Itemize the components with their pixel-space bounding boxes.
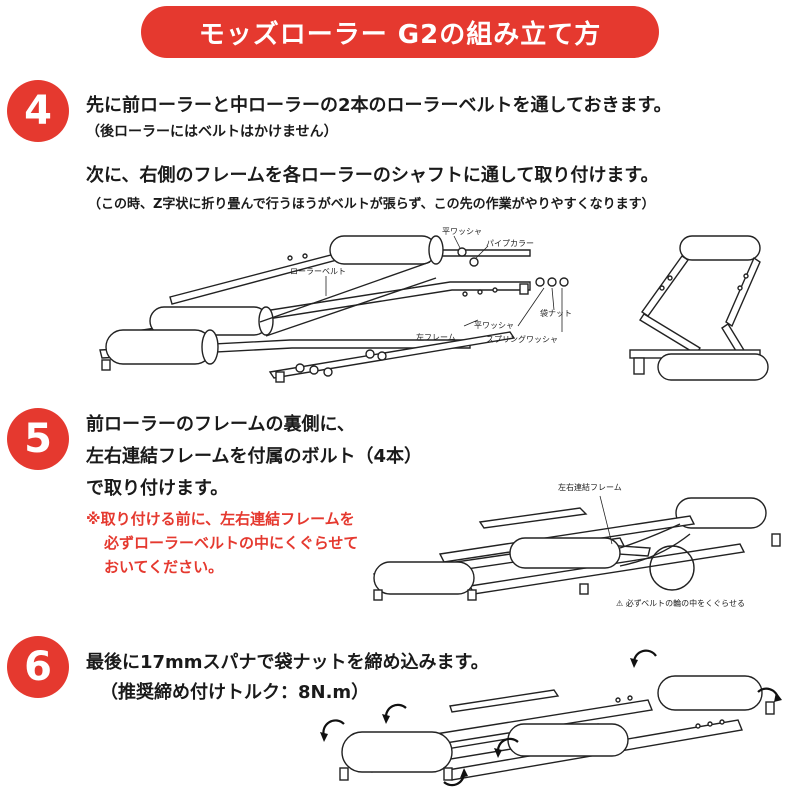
step-5-line-1: 前ローラーのフレームの裏側に、 <box>86 414 355 435</box>
label-caution: ⚠ 必ずベルトの輪の中をくぐらせる <box>616 598 745 608</box>
step-4-line-2: 次に、右側のフレームを各ローラーのシャフトに通して取り付けます。 <box>86 165 659 186</box>
label-washer-flat: 平ワッシャ <box>474 321 514 330</box>
label-cap-nut: 袋ナット <box>540 308 572 318</box>
step-5-warning-3: おいてください。 <box>104 558 224 576</box>
label-connect-frame: 左右連結フレーム <box>558 482 622 492</box>
page-title: モッズローラー G2の組み立て方 <box>141 6 659 58</box>
step-5-warning-2: 必ずローラーベルトの中にくぐらせて <box>104 534 359 552</box>
step-5-warning-1: ※取り付ける前に、左右連結フレームを <box>86 510 355 528</box>
step-6-diagram <box>320 649 782 787</box>
step-4-line-1: 先に前ローラーと中ローラーの2本のローラーベルトを通しておきます。 <box>86 95 672 116</box>
label-washer-flat-top: 平ワッシャ <box>442 227 482 236</box>
step-4-folded-diagram <box>629 235 769 381</box>
step-5-badge: 5 <box>7 408 69 470</box>
step-6-line-2: （推奨締め付けトルク：8N.m） <box>100 682 370 703</box>
step-4-badge: 4 <box>7 80 69 142</box>
label-left-frame: 左フレーム <box>416 332 456 342</box>
step-6-badge: 6 <box>7 636 69 698</box>
step-4-note-1: （後ローラーにはベルトはかけません） <box>86 124 338 140</box>
step-5-line-2: 左右連結フレームを付属のボルト（4本） <box>86 446 422 467</box>
label-spring-washer: スプリングワッシャ <box>486 334 558 344</box>
step-4-exploded-diagram: 平ワッシャ パイプカラー ローラーベルト 平ワッシャ 袋ナット 左フレーム スプ… <box>99 227 572 383</box>
step-6-line-1: 最後に17mmスパナで袋ナットを締め込みます。 <box>86 652 489 673</box>
step-4-note-2: （この時、Z字状に折り畳んで行うほうがベルトが張らず、この先の作業がやりやすくな… <box>88 197 655 212</box>
label-roller-belt: ローラーベルト <box>290 267 346 276</box>
label-pipe-collar: パイプカラー <box>486 239 534 248</box>
step-5-line-3: で取り付けます。 <box>86 478 229 499</box>
step-5-diagram: 左右連結フレーム ⚠ 必ずベルトの輪の中をくぐらせる <box>372 482 781 608</box>
